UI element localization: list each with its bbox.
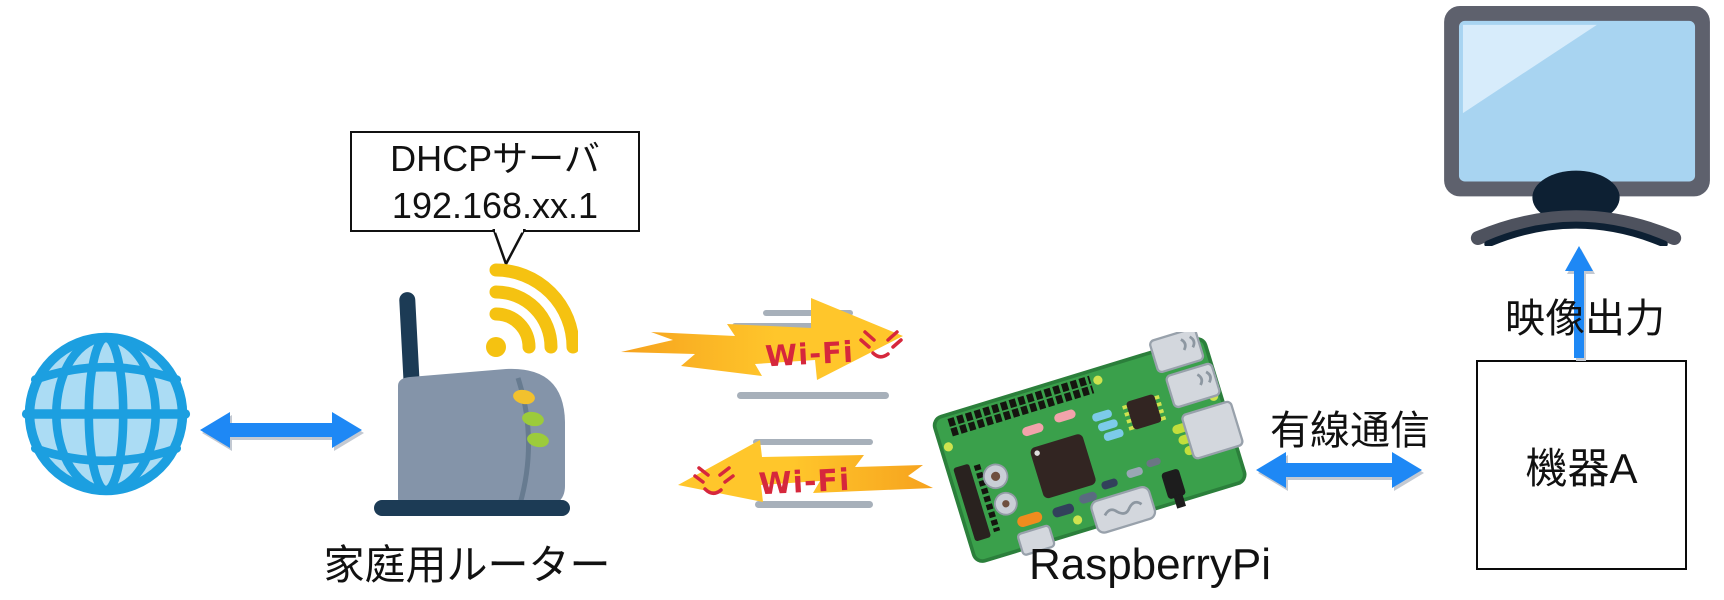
wifi-signal-icon [486, 263, 578, 357]
dhcp-bubble-line1: DHCPサーバ [390, 137, 600, 179]
router-label: 家庭用ルーター [323, 542, 611, 588]
device-a-box: 機器A [1476, 360, 1687, 570]
wired-link-arrow-icon [1256, 452, 1422, 488]
internet-router-arrow-icon [200, 412, 362, 448]
wired-link-label: 有線通信 [1270, 409, 1430, 453]
wifi-arrow-face [693, 466, 735, 495]
wifi-arrow-face [859, 330, 903, 359]
speech-bubble-tail [492, 229, 526, 267]
wifi-uplink-arrow-icon: Wi-Fi [621, 298, 903, 380]
raspberry-pi-icon [932, 332, 1247, 563]
wifi-downlink-arrow-icon: Wi-Fi [678, 392, 933, 508]
device-a-label: 機器A [1525, 444, 1638, 492]
speed-line [755, 501, 873, 508]
dhcp-speech-bubble: DHCPサーバ 192.168.xx.1 [350, 131, 640, 232]
internet-globe-icon [21, 332, 191, 496]
speed-line [737, 392, 889, 399]
video-output-label: 映像出力 [1505, 297, 1665, 341]
wifi-uplink-label: Wi-Fi [764, 335, 854, 374]
home-router-icon [374, 263, 578, 516]
dhcp-bubble-line2: 192.168.xx.1 [391, 184, 599, 226]
speed-line [753, 439, 873, 445]
wifi-downlink-label: Wi-Fi [758, 463, 851, 503]
raspberry-pi-label: RaspberryPi [1028, 540, 1272, 589]
video-output-arrow-icon [1565, 246, 1593, 358]
monitor-icon [1444, 5, 1710, 246]
